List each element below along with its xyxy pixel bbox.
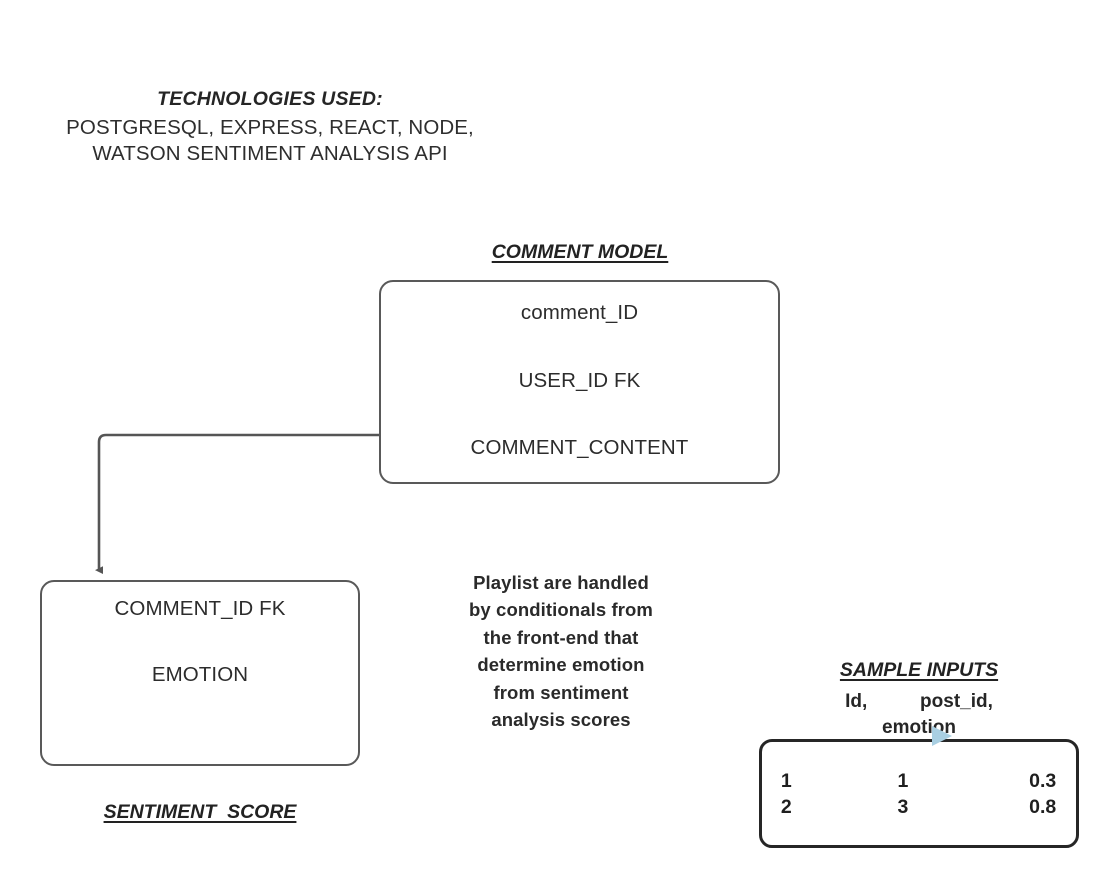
sentiment-score-entity-box[interactable]: COMMENT_ID FK EMOTION bbox=[40, 580, 360, 766]
cell-id: 1 bbox=[780, 770, 792, 792]
technologies-line-2: WATSON SENTIMENT ANALYSIS API bbox=[92, 142, 448, 166]
play-pointer-icon bbox=[932, 726, 952, 746]
sentiment-score-field-emotion: EMOTION bbox=[151, 662, 249, 686]
comment-model-field-user-id-fk: USER_ID FK bbox=[518, 368, 641, 392]
cell-post-id: 1 bbox=[897, 770, 909, 792]
cell-emotion: 0.8 bbox=[1029, 796, 1057, 818]
playlist-note-line-5: from sentiment bbox=[493, 681, 629, 703]
sample-inputs-header-line-1: Id, post_id, bbox=[845, 691, 993, 712]
technologies-used-title: TECHNOLOGIES USED: bbox=[157, 88, 383, 110]
table-row: 1 1 0.3 bbox=[762, 768, 1076, 794]
cell-id: 2 bbox=[780, 796, 792, 818]
sample-inputs-table: 1 1 0.3 2 3 0.8 bbox=[762, 768, 1076, 820]
sentiment-score-field-comment-id-fk: COMMENT_ID FK bbox=[114, 597, 286, 620]
technologies-line-1: POSTGRESQL, EXPRESS, REACT, NODE, bbox=[66, 115, 474, 139]
cell-post-id: 3 bbox=[897, 796, 909, 818]
playlist-note-line-3: the front-end that bbox=[483, 626, 639, 648]
playlist-note-line-2: by conditionals from bbox=[469, 599, 653, 621]
sample-inputs-column-headers: Id, post_id, emotion bbox=[759, 689, 1079, 740]
technologies-used-block: TECHNOLOGIES USED: POSTGRESQL, EXPRESS, … bbox=[40, 88, 500, 168]
cell-emotion: 0.3 bbox=[1029, 770, 1057, 792]
comment-model-field-comment-content: COMMENT_CONTENT bbox=[470, 436, 689, 460]
table-row: 2 3 0.8 bbox=[762, 794, 1076, 820]
comment-model-field-comment-id: comment_ID bbox=[520, 301, 639, 324]
playlist-note-line-4: determine emotion bbox=[477, 654, 645, 676]
playlist-note-line-6: analysis scores bbox=[491, 708, 631, 730]
playlist-note: Playlist are handled by conditionals fro… bbox=[440, 569, 682, 733]
sample-inputs-box[interactable]: 1 1 0.3 2 3 0.8 bbox=[759, 739, 1079, 848]
comment-model-title: COMMENT MODEL bbox=[491, 241, 669, 263]
sentiment-score-title: SENTIMENT SCORE bbox=[103, 801, 297, 823]
sample-inputs-title: SAMPLE INPUTS bbox=[839, 659, 999, 681]
comment-model-entity-box[interactable]: comment_ID USER_ID FK COMMENT_CONTENT bbox=[379, 280, 780, 484]
playlist-note-line-1: Playlist are handled bbox=[473, 572, 649, 593]
sample-inputs-header-line-2: emotion bbox=[882, 716, 956, 738]
